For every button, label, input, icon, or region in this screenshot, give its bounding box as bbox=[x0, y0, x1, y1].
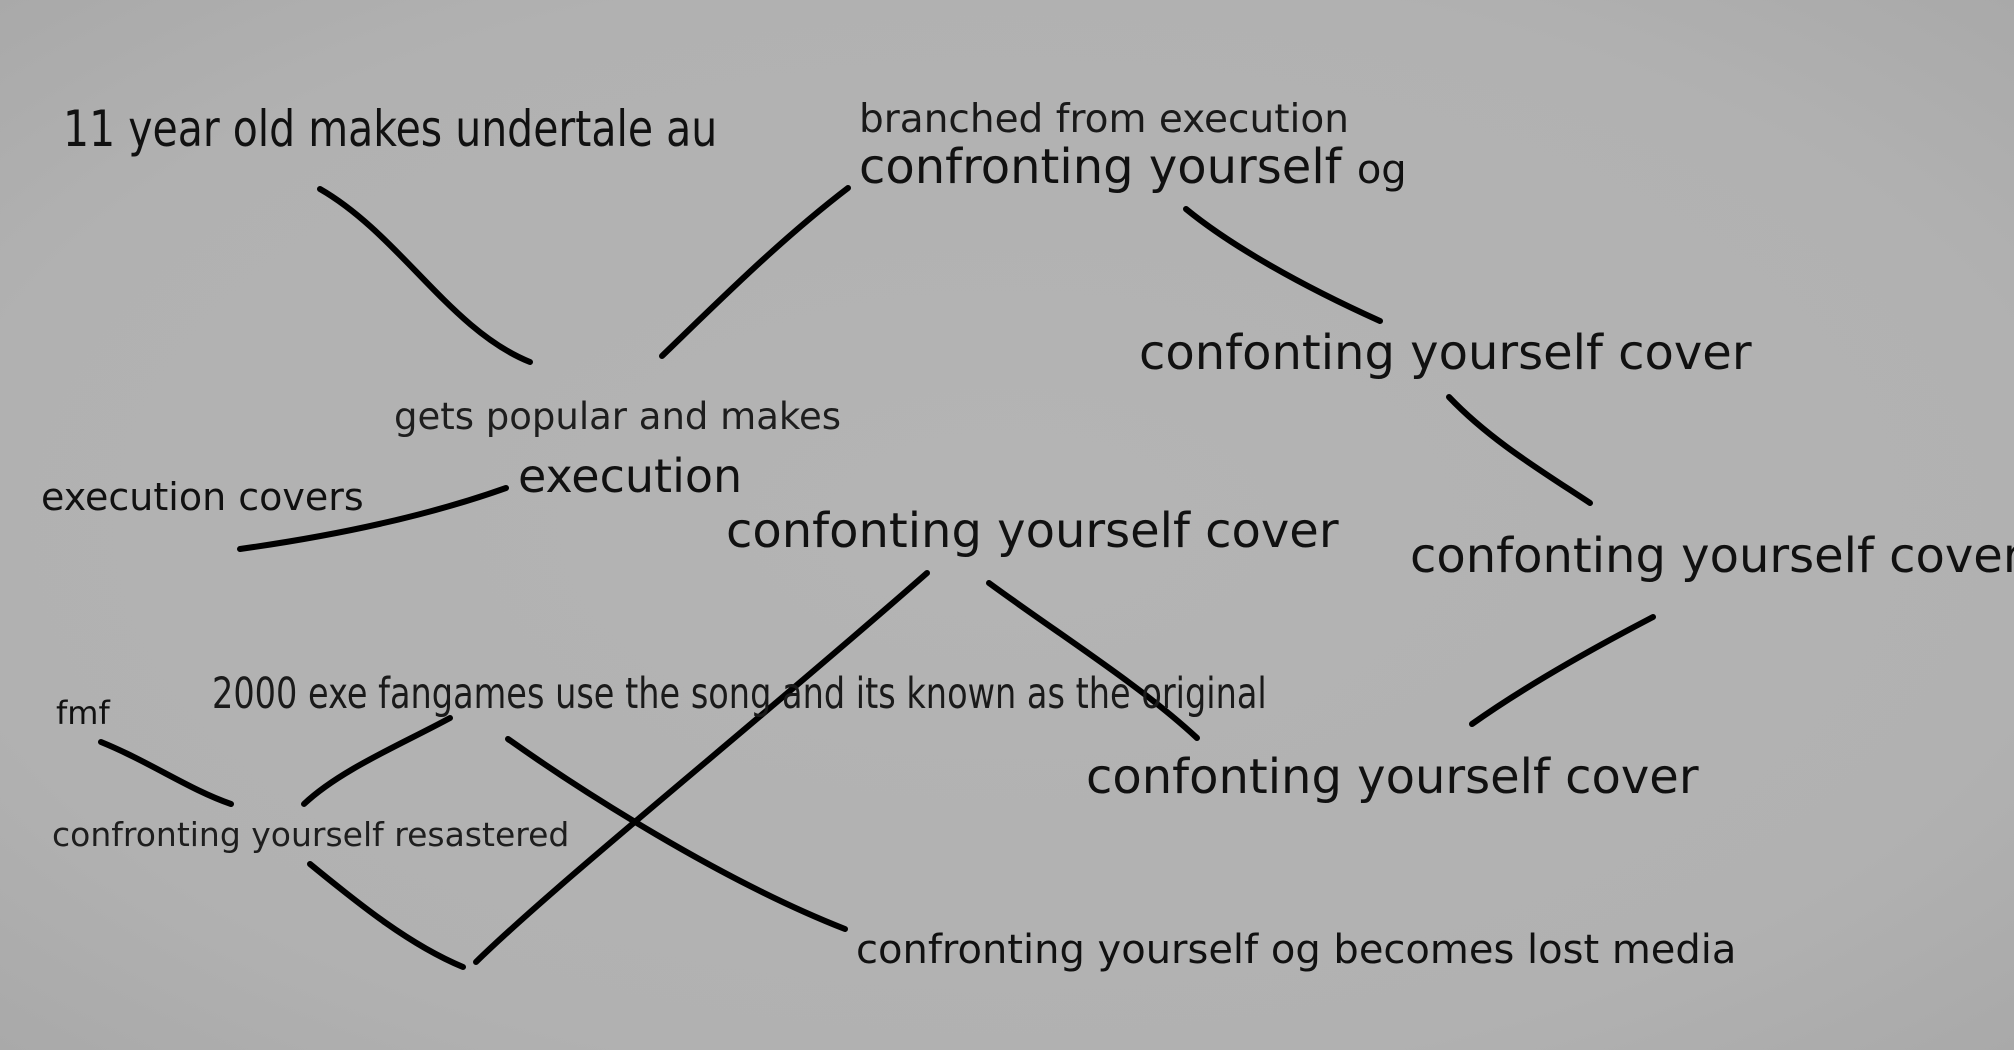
node-undertale-au: 11 year old makes undertale au bbox=[63, 100, 718, 158]
line-undertale-to-popular bbox=[317, 186, 533, 365]
node-cover-2: confonting yourself cover bbox=[726, 503, 1339, 559]
og-suffix: og bbox=[1356, 147, 1407, 193]
line-fangames-to-lost-media bbox=[505, 736, 848, 932]
node-confronting-yourself-og: confronting yourself og bbox=[859, 143, 1407, 191]
node-cover-1: confonting yourself cover bbox=[1139, 325, 1752, 381]
node-branched-from-execution: branched from execution bbox=[859, 97, 1349, 142]
node-gets-popular: gets popular and makes bbox=[394, 395, 842, 438]
node-cover-4: confonting yourself cover bbox=[1086, 749, 1699, 805]
og-title: confronting yourself bbox=[859, 139, 1342, 195]
line-remastered-down bbox=[307, 861, 466, 970]
line-cover2-to-lost-media bbox=[473, 570, 930, 965]
node-lost-media: confronting yourself og becomes lost med… bbox=[856, 927, 1737, 973]
node-cover-3: confonting yourself cover bbox=[1410, 528, 2014, 584]
node-remastered: confronting yourself resastered bbox=[52, 815, 570, 854]
line-cover1-to-cover3 bbox=[1446, 394, 1593, 506]
line-cover2-to-cover4 bbox=[986, 580, 1200, 741]
node-execution: execution bbox=[518, 449, 743, 503]
line-fangames-to-remastered bbox=[301, 715, 453, 807]
node-fmf: fmf bbox=[56, 694, 110, 732]
node-execution-covers: execution covers bbox=[41, 475, 364, 519]
line-cover3-to-cover4 bbox=[1469, 614, 1656, 727]
line-og-to-cover1 bbox=[1183, 206, 1383, 324]
line-execution-to-covers bbox=[237, 485, 509, 552]
line-og-to-popular bbox=[659, 185, 851, 359]
line-fmf-to-remastered bbox=[98, 739, 234, 807]
node-exe-fangames: 2000 exe fangames use the song and its k… bbox=[212, 669, 1267, 719]
